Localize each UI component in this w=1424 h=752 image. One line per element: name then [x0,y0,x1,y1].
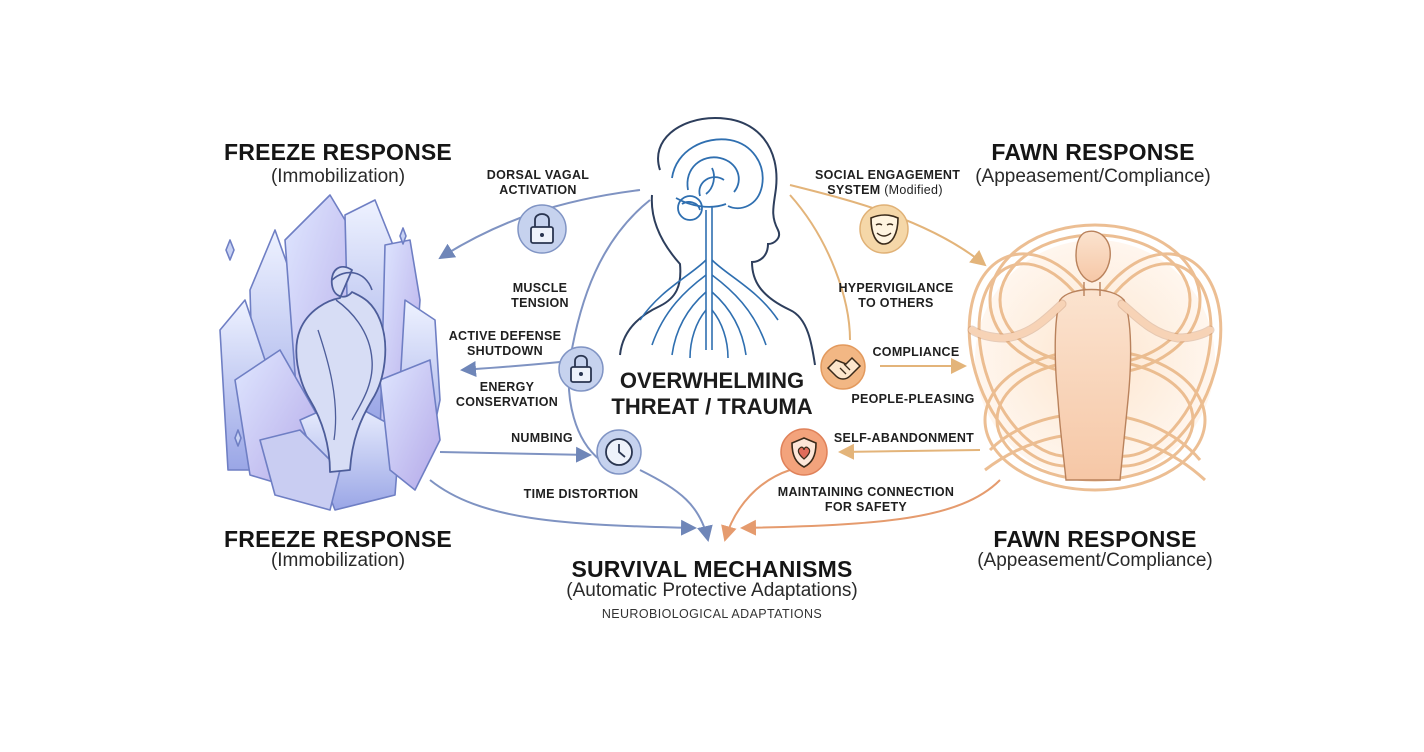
neurobiological-note: NEUROBIOLOGICAL ADAPTATIONS [601,607,823,621]
hypervigilance-label: HYPERVIGILANCE TO OTHERS [836,281,956,311]
fawn-top-title: FAWN RESPONSE [991,139,1195,165]
energy-conservation-line2: CONSERVATION [455,395,559,409]
compliance-label: COMPLIANCE [872,345,960,359]
time-distortion-label: TIME DISTORTION [523,487,639,501]
clock-icon [596,429,642,475]
fawn-knot-figure [967,223,1223,492]
dorsal-vagal-line2: ACTIVATION [499,183,577,197]
dorsal-vagal-line1: DORSAL VAGAL [486,168,590,182]
survival-mechanisms-title: SURVIVAL MECHANISMS [571,556,853,582]
center-threat-title: OVERWHELMING THREAT / TRAUMA [592,368,832,420]
active-defense-line1: ACTIVE DEFENSE [448,329,562,343]
social-engagement-system: SYSTEM [827,183,881,197]
muscle-tension-label: MUSCLE TENSION [480,281,600,311]
fawn-bottom-title: FAWN RESPONSE [993,526,1197,552]
freeze-crystal-figure [219,194,441,511]
muscle-tension-line2: TENSION [511,296,569,310]
numbing-label: NUMBING [511,431,573,445]
fawn-top-subtitle: (Appeasement/Compliance) [975,166,1211,187]
hypervigilance-line2: TO OTHERS [858,296,934,310]
dorsal-vagal-label: DORSAL VAGAL ACTIVATION [478,168,598,198]
survival-mechanisms-subtitle: (Automatic Protective Adaptations) [566,580,858,601]
mask-icon [859,204,909,254]
hypervigilance-line1: HYPERVIGILANCE [838,281,954,295]
active-defense-line2: SHUTDOWN [466,344,543,358]
social-engagement-line1: SOCIAL ENGAGEMENT [815,168,961,182]
freeze-bottom-subtitle: (Immobilization) [270,550,406,571]
lock-icon [558,346,604,392]
brain-head-figure [619,116,816,366]
muscle-tension-line1: MUSCLE [512,281,568,295]
center-threat-line2: THREAT / TRAUMA [611,394,813,419]
social-engagement-line2: SYSTEM (Modified) [815,183,955,198]
social-engagement-label: SOCIAL ENGAGEMENT SYSTEM (Modified) [815,168,961,198]
fawn-connectors [721,184,1001,542]
energy-conservation-line1: ENERGY [479,380,535,394]
freeze-top-subtitle: (Immobilization) [270,166,406,187]
self-abandonment-label: SELF-ABANDONMENT [833,431,975,445]
handshake-icon [820,344,866,390]
maintaining-connection-line2: FOR SAFETY [824,500,908,514]
freeze-bottom-title: FREEZE RESPONSE [224,526,452,552]
active-defense-label: ACTIVE DEFENSE SHUTDOWN [445,329,565,359]
lock-icon [517,204,567,254]
fawn-bottom-subtitle: (Appeasement/Compliance) [977,550,1213,571]
shield-heart-icon [780,428,828,476]
people-pleasing-label: PEOPLE-PLEASING [851,392,975,406]
freeze-top-title: FREEZE RESPONSE [224,139,452,165]
social-engagement-modified: (Modified) [884,183,943,197]
maintaining-connection-line1: MAINTAINING CONNECTION [777,485,955,499]
maintaining-connection-label: MAINTAINING CONNECTION FOR SAFETY [776,485,956,515]
center-threat-line1: OVERWHELMING [619,368,805,393]
energy-conservation-label: ENERGY CONSERVATION [447,380,567,410]
